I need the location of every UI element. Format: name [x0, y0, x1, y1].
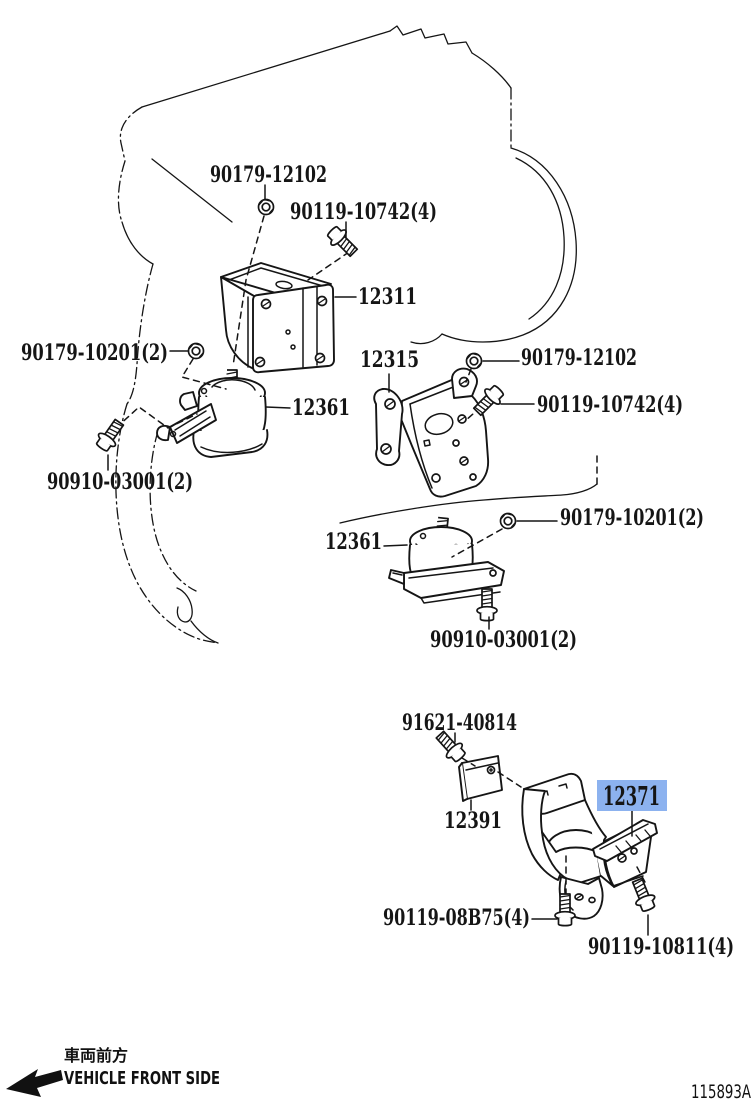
callout-12371-text[interactable]: 12371 [603, 782, 660, 812]
callout-12371-highlighted[interactable]: 12371 [597, 780, 667, 812]
callout-90119-08B75[interactable]: 90119-08B75(4) [383, 905, 530, 931]
nut-90179-12102-upper[interactable] [257, 198, 275, 216]
callout-90119-10742-right[interactable]: 90119-10742(4) [537, 392, 683, 418]
engine-outline-sketch [115, 25, 598, 644]
nut-90179-10201-right[interactable] [499, 512, 517, 530]
callout-12311[interactable]: 12311 [358, 284, 417, 310]
highlight-box [597, 780, 667, 811]
callout-12361-front[interactable]: 12361 [292, 395, 350, 421]
callout-labels: 90179-12102 90119-10742(4) 12311 90179-1… [21, 162, 734, 960]
callout-90910-03001-lower[interactable]: 90910-03001(2) [430, 627, 577, 653]
callout-90179-10201-left[interactable]: 90179-10201(2) [21, 340, 168, 366]
part-12315-engine-mounting-bracket[interactable] [373, 367, 490, 498]
nut-90179-12102-right[interactable] [465, 352, 483, 370]
part-12361-front-insulator[interactable] [156, 369, 269, 458]
callout-90119-10811[interactable]: 90119-10811(4) [588, 934, 734, 960]
part-12391-bracket-plate[interactable] [458, 755, 503, 802]
part-12311-engine-mounting-bracket-front[interactable] [220, 262, 335, 374]
figure-code: 115893A [691, 1081, 751, 1103]
callout-90179-10201-right[interactable]: 90179-10201(2) [560, 505, 704, 531]
assembly-guide-lines [115, 215, 647, 894]
callout-90119-10742-upper[interactable]: 90119-10742(4) [290, 199, 437, 225]
bolt-90910-03001-left[interactable] [92, 415, 129, 455]
bolt-90119-10811[interactable] [627, 875, 660, 915]
callout-90179-12102-upper[interactable]: 90179-12102 [210, 162, 327, 188]
callout-90910-03001-left[interactable]: 90910-03001(2) [47, 469, 193, 495]
callout-12315[interactable]: 12315 [360, 347, 419, 373]
footer: 車両前方 VEHICLE FRONT SIDE 115893A [6, 1046, 751, 1103]
callout-91621-40814[interactable]: 91621-40814 [402, 710, 517, 736]
part-12361-lower-insulator[interactable] [388, 516, 505, 604]
vehicle-front-label-jp: 車両前方 [64, 1046, 128, 1065]
vehicle-front-arrow-icon [6, 1069, 63, 1097]
callout-12361-lower[interactable]: 12361 [325, 529, 382, 555]
callout-90179-12102-right[interactable]: 90179-12102 [521, 345, 637, 371]
callout-leader-lines [107, 184, 649, 936]
bolt-90910-03001-lower[interactable] [476, 588, 498, 622]
callout-12391[interactable]: 12391 [444, 808, 502, 834]
bolt-90119-10742-upper[interactable] [323, 222, 362, 261]
nut-90179-10201-left[interactable] [187, 342, 205, 360]
vehicle-front-label-en: VEHICLE FRONT SIDE [64, 1068, 220, 1089]
